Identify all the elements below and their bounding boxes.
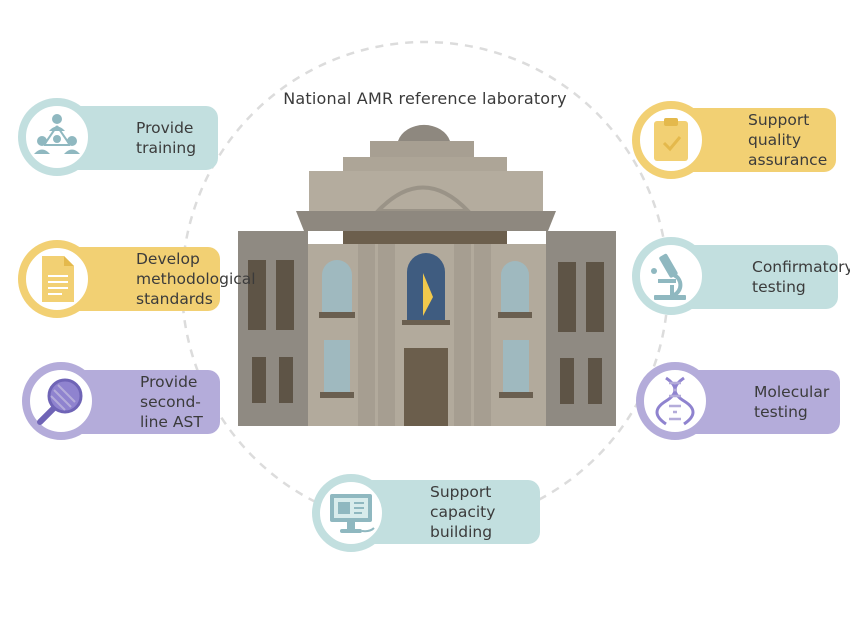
document-icon (18, 240, 96, 318)
function-label: Develop methodological standards (136, 250, 256, 308)
function-label: Molecular testing (754, 383, 830, 421)
people-network-icon (18, 98, 96, 176)
computer-icon (312, 474, 390, 552)
function-label: Provide training (136, 119, 197, 157)
dna-icon (636, 362, 714, 440)
function-label: Support capacity building (430, 483, 496, 541)
clipboard-check-icon (632, 101, 710, 179)
magnifier-icon (22, 362, 100, 440)
microscope-icon (632, 237, 710, 315)
function-label: Confirmatory testing (752, 258, 850, 296)
function-label: Provide second-line AST (140, 373, 203, 431)
function-label: Support quality assurance (748, 111, 828, 169)
diagram-title: National AMR reference laboratory (283, 89, 567, 108)
laboratory-building-icon (238, 124, 616, 426)
